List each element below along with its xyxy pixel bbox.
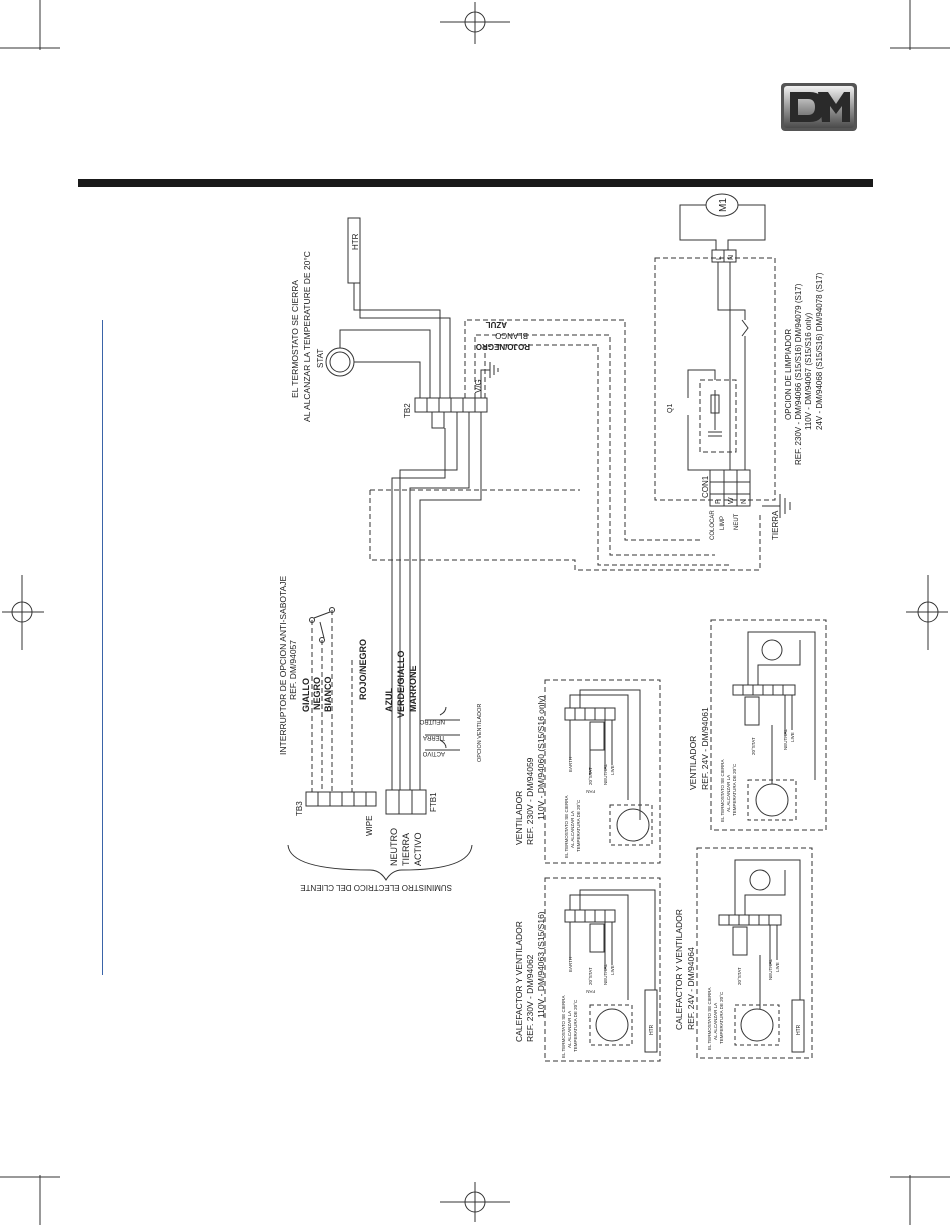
fan1-neutral: NEUTRAL: [603, 763, 608, 785]
label-neutro-small: NEUTRO: [419, 718, 445, 724]
fan2-note-1: EL TERMOSTATO SE CIERRA: [720, 759, 725, 822]
cal1-stat: 20°STAT: [588, 967, 593, 985]
fan2-neutral: NEUTRAL: [783, 728, 788, 750]
label-tb2: TB2: [403, 403, 412, 418]
cal2-htr: HTR: [796, 1024, 802, 1035]
label-azul: AZUL: [384, 688, 394, 712]
cal1-note-3: TEMPERATURA DE 20°C: [573, 999, 578, 1052]
fan1-stat: 20°STAT: [588, 767, 593, 785]
fan1-fan: FAN: [586, 789, 595, 794]
label-m1: M1: [718, 198, 729, 212]
fan1-note-2: AL ALCANZAR LA: [570, 811, 575, 848]
terminal-block-tb3: [305, 791, 377, 807]
label-interruptor-1: INTERRUPTOR DE OPCION ANTI-SABOTAJE: [278, 576, 288, 755]
label-stat-note-2: AL ALCANZAR LA TEMPERATURE DE 20°C: [302, 251, 312, 422]
label-con1-p: P: [715, 499, 722, 504]
label-wire-blanco-top: BLANCO: [495, 331, 528, 340]
label-htr: HTR: [351, 233, 360, 250]
fan1-note-3: TEMPERATURA DE 20°C: [576, 799, 581, 852]
label-giallo: GIALLO: [301, 678, 311, 712]
label-cal2-title: CALEFACTOR Y VENTILADOR: [674, 909, 684, 1030]
label-n: N: [728, 255, 735, 260]
label-activo-small: ACTIVO: [422, 750, 445, 756]
label-tierra-small: TIERRA: [423, 734, 445, 740]
label-vent2-title: VENTILADOR: [688, 736, 698, 790]
fan2-note-3: TEMPERATURA DE 20°C: [732, 763, 737, 816]
label-opcion-ref3: 24V - DM/94068 (S15/S16) DM/94078 (S17): [815, 272, 824, 430]
label-wire-rojonegro-top: ROJO/NEGRO: [476, 342, 530, 351]
cal1-earth: EARTH: [568, 957, 573, 972]
dm-logo: [780, 82, 858, 132]
fan1-earth: EARTH: [568, 757, 573, 772]
label-con1: CON1: [701, 475, 710, 498]
cal2-live: LIVE: [775, 962, 780, 972]
cal2-neutral: NEUTRAL: [768, 958, 773, 980]
fan2-stat: 20°STAT: [751, 737, 756, 755]
cal2-note-3: TEMPERATURA DE 20°C: [719, 991, 724, 1044]
label-negro: NEGRO: [312, 677, 322, 710]
fan1-note-1: EL TERMOSTATO SE CIERRA: [564, 795, 569, 858]
label-activo: ACTIVO: [413, 832, 423, 866]
cal2-note-2: AL ALCANZAR LA: [713, 1003, 718, 1040]
fan-box-1: [544, 679, 661, 864]
label-vent1-ref2: 110V - DM/94060 (S15/S16 only): [536, 695, 546, 820]
label-stat: STAT: [316, 349, 325, 368]
header-rule-thin: [78, 179, 873, 180]
label-vg: V/G: [474, 379, 483, 393]
label-wire-azul-top: AZUL: [486, 320, 507, 329]
label-neut: NEUT: [734, 513, 740, 530]
contactor-con1: [709, 469, 751, 507]
label-l: L: [716, 256, 723, 260]
label-con1-n: N: [741, 499, 748, 504]
label-tb3: TB3: [295, 801, 304, 816]
cal1-neutral: NEUTRAL: [603, 963, 608, 985]
cal1-fan: FAN: [586, 989, 595, 994]
label-rojo-negro: ROJO/NEGRO: [358, 639, 368, 700]
fan-box-2: [710, 619, 827, 831]
label-cal1-ref2: 110V - DM/94063 (S15/S16): [536, 911, 546, 1018]
label-tierra: TIERRA: [401, 833, 411, 866]
label-opcion-ref1: REF. 230V - DM/94066 (S15/S16) DM/94079 …: [794, 283, 803, 465]
label-neutro: NEUTRO: [389, 828, 399, 866]
label-vent2-ref: REF. 24V - DM/94061: [700, 707, 710, 790]
label-limp: LIMP: [720, 516, 726, 530]
label-suministro: SUMINISTRO ELECTRICO DEL CLIENTE: [300, 883, 452, 892]
cal1-note-1: EL TERMOSTATO SE CIERRA: [561, 995, 566, 1058]
cal2-stat: 20°STAT: [737, 967, 742, 985]
label-ftb1: FTB1: [429, 792, 438, 812]
heater-fan-box-2: [696, 847, 813, 1059]
label-vent1-ref1: REF. 230V - DM/94059: [525, 757, 535, 845]
label-stat-note-1: EL TERMOSTATO SE CIERRA: [290, 280, 300, 398]
label-wipe: WIPE: [365, 816, 374, 836]
label-cal1-title: CALEFACTOR Y VENTILADOR: [514, 921, 524, 1042]
heater-fan-box-1: [544, 877, 661, 1062]
header-rule: [78, 180, 873, 187]
terminal-block-ftb1: [385, 789, 427, 815]
cal1-note-2: AL ALCANZAR LA: [567, 1011, 572, 1048]
label-colocar: COLOCAR: [710, 510, 716, 540]
label-q1: Q1: [667, 404, 674, 413]
label-opcion-ref2: 110V - DM/94067 (S15/S16 only): [804, 312, 813, 430]
label-con1-w: W: [728, 497, 735, 504]
cal2-note-1: EL TERMOSTATO SE CIERRA: [707, 987, 712, 1050]
margin-line: [102, 320, 103, 975]
fan2-note-2: AL ALCANZAR LA: [726, 775, 731, 812]
label-bianco: BIANCO: [323, 677, 333, 713]
cal1-htr: HTR: [649, 1024, 655, 1035]
label-opcion-title: OPCION DE LIMPIADOR: [784, 329, 793, 420]
fan2-live: LIVE: [790, 732, 795, 742]
label-vent1-title: VENTILADOR: [514, 791, 524, 845]
label-interruptor-2: REF. DM/94057: [288, 640, 298, 700]
label-cal2-ref: REF. 24V - DM/94064: [686, 947, 696, 1030]
cal1-live: LIVE: [610, 965, 615, 975]
fan1-live: LIVE: [610, 765, 615, 775]
label-verde-giallo: VERDE/GIALLO: [396, 650, 406, 718]
label-tierra-right: TIERRA: [771, 510, 780, 540]
label-opcion-ventilador: OPCION VENTILADOR: [477, 704, 483, 762]
label-marrone: MARRONE: [408, 666, 418, 713]
label-cal1-ref1: REF. 230V - DM/94062: [525, 954, 535, 1042]
